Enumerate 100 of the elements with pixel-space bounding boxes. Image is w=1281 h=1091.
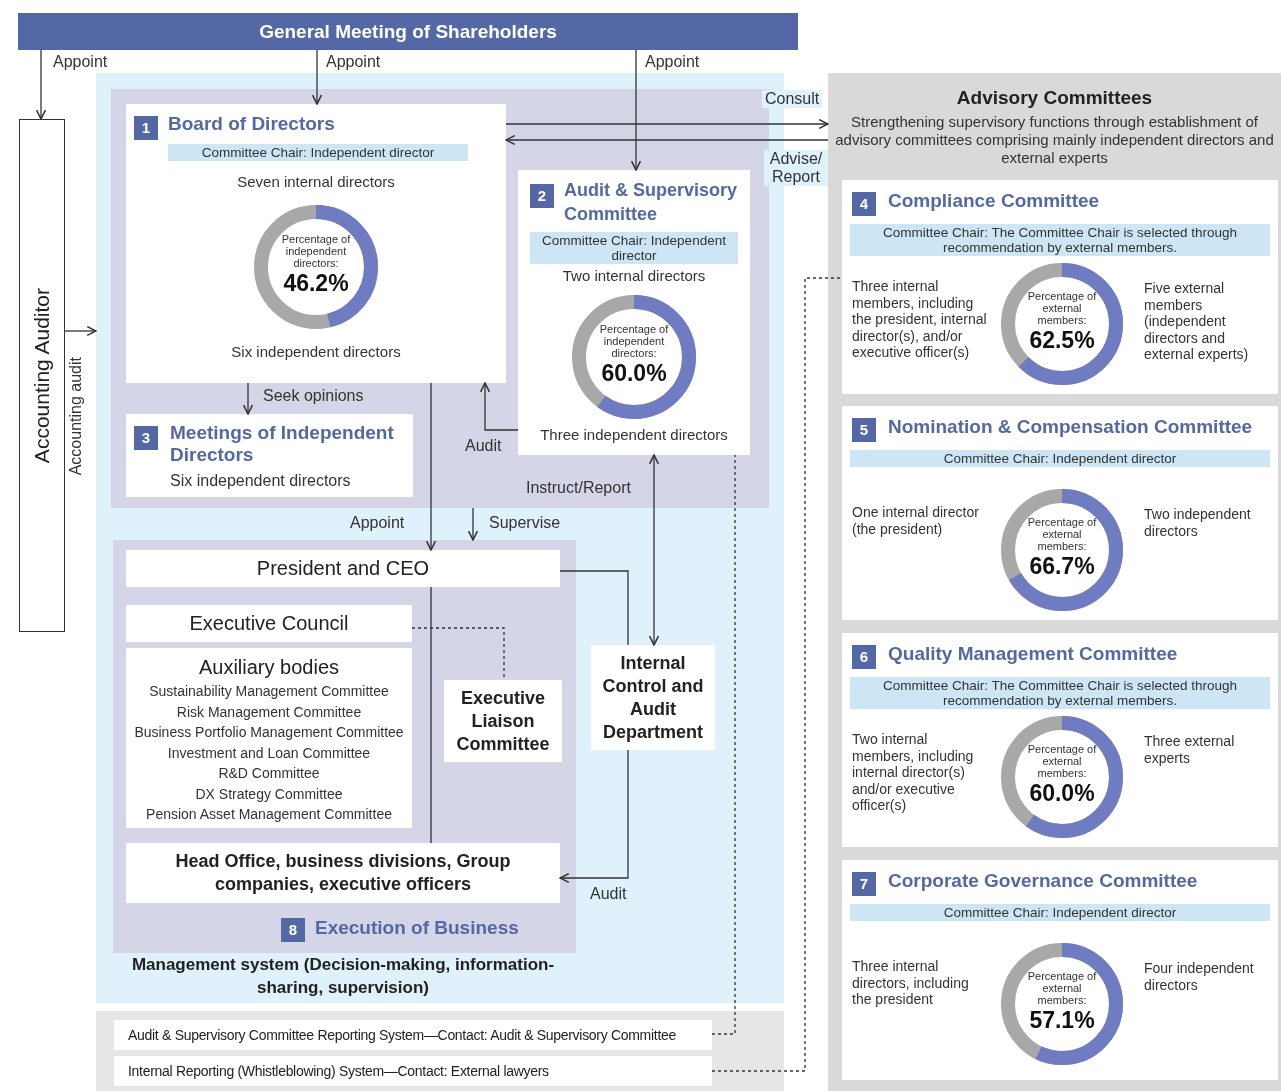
committee-card bbox=[126, 414, 413, 497]
percentage-value: 60.0% bbox=[1028, 780, 1096, 807]
edge-label: Appoint bbox=[323, 53, 384, 71]
box-label: President and CEO bbox=[256, 557, 430, 580]
system-box bbox=[114, 1020, 712, 1050]
box-label: Accounting Auditor bbox=[30, 287, 54, 464]
edge-label: Accounting audit bbox=[67, 354, 85, 479]
card-text: Four independent directors bbox=[1144, 960, 1255, 993]
card-title: Quality Management Committee bbox=[888, 642, 1179, 666]
header-title: General Meeting of Shareholders bbox=[259, 20, 557, 43]
number-badge: 2 bbox=[530, 184, 554, 208]
card-text: Three internal members, including the president, internal director(s), and/or executive officer(s) bbox=[852, 278, 988, 361]
card-title: Nomination & Compensation Committee bbox=[888, 415, 1254, 439]
region-panel bbox=[828, 73, 1281, 1091]
list-item: R&D Committee bbox=[218, 764, 320, 783]
card-title: Corporate Governance Committee bbox=[888, 869, 1199, 893]
arrow bbox=[64, 325, 97, 337]
list-item: DX Strategy Committee bbox=[195, 784, 343, 804]
header-bar bbox=[18, 13, 798, 50]
edge-label: Advise/ Report bbox=[764, 150, 828, 186]
chair-note: Committee Chair: Independent director bbox=[168, 144, 468, 161]
committee-card bbox=[126, 104, 506, 383]
edge-label: Appoint bbox=[642, 53, 703, 71]
box-label: Head Office, business divisions, Group companies, executive officers bbox=[174, 850, 512, 896]
arrow bbox=[467, 507, 479, 541]
chart-caption: Percentage of external members: bbox=[1026, 970, 1098, 1006]
org-box bbox=[444, 680, 562, 762]
org-box bbox=[126, 605, 412, 642]
card-title: Meetings of Independent Directors bbox=[170, 422, 395, 466]
arrow bbox=[311, 49, 323, 105]
arrow bbox=[559, 749, 629, 884]
number-badge: 3 bbox=[134, 426, 158, 450]
box-label: Audit & Supervisory Committee Reporting System—Contact: Audit & Supervisory Committee bbox=[127, 1027, 676, 1043]
percentage-value: 60.0% bbox=[600, 360, 668, 387]
card-title: Compliance Committee bbox=[888, 189, 1101, 213]
list-item: Business Portfolio Management Committee bbox=[134, 723, 404, 742]
region-title: Advisory Committees bbox=[955, 87, 1154, 109]
percentage-value: 57.1% bbox=[1028, 1007, 1096, 1034]
number-badge: 5 bbox=[852, 418, 876, 442]
band-panel bbox=[96, 1011, 784, 1091]
chart-caption: Percentage of external members: bbox=[1026, 290, 1098, 326]
region-subtitle: Strengthening supervisory functions through establishment of advisory committees comprising mainly independent directors and external experts bbox=[834, 113, 1275, 167]
connector-line bbox=[430, 586, 432, 844]
chair-note: Committee Chair: Independent director bbox=[850, 450, 1270, 467]
region-title: Management system (Decision-making, information-sharing, supervision) bbox=[130, 954, 556, 999]
list-item: Risk Management Committee bbox=[176, 702, 362, 722]
list-item: Investment and Loan Committee bbox=[167, 743, 371, 763]
number-badge: 8 bbox=[281, 918, 305, 942]
card-text: Two internal directors bbox=[561, 268, 707, 285]
chair-note: Committee Chair: Independent director bbox=[530, 232, 738, 264]
card-text: Six independent directors bbox=[170, 472, 351, 490]
org-box bbox=[126, 843, 560, 903]
percentage-value: 62.5% bbox=[1028, 327, 1096, 354]
dashed-connector bbox=[711, 454, 736, 1035]
box-label: Executive Liaison Committee bbox=[455, 686, 551, 756]
number-badge: 7 bbox=[852, 872, 876, 896]
chart-caption: Percentage of external members: bbox=[1026, 516, 1098, 552]
org-box bbox=[591, 645, 715, 750]
card-text: Three independent directors bbox=[539, 427, 729, 444]
arrow bbox=[479, 382, 519, 431]
chair-note: Committee Chair: Independent director bbox=[850, 904, 1270, 921]
list-item: Sustainability Management Committee bbox=[149, 682, 389, 701]
box-label: Internal Reporting (Whistleblowing) System—Contact: External lawyers bbox=[127, 1063, 549, 1079]
region-title: Execution of Business bbox=[315, 917, 519, 939]
arrow bbox=[425, 382, 437, 551]
chart-caption: Percentage of independent directors: bbox=[280, 233, 352, 269]
arrow bbox=[505, 118, 829, 130]
card-text: Three external experts bbox=[1144, 733, 1236, 766]
edge-label: Consult bbox=[762, 90, 823, 108]
number-badge: 1 bbox=[134, 116, 158, 140]
chair-note: Committee Chair: The Committee Chair is selected through recommendation by external members. bbox=[850, 677, 1270, 709]
system-box bbox=[114, 1056, 712, 1086]
arrow bbox=[242, 382, 254, 415]
org-box bbox=[126, 648, 412, 828]
arrow bbox=[630, 49, 642, 171]
number-badge: 4 bbox=[852, 192, 876, 216]
committee-card bbox=[842, 180, 1278, 394]
card-text: Two internal members, including internal director(s) and/or executive officer(s) bbox=[852, 731, 975, 814]
box-label: Internal Control and Audit Department bbox=[601, 651, 705, 744]
percentage-value: 66.7% bbox=[1028, 553, 1096, 580]
chart-caption: Percentage of external members: bbox=[1026, 743, 1098, 779]
arrow bbox=[35, 49, 47, 120]
list-heading: Auxiliary bodies bbox=[198, 656, 340, 679]
number-badge: 6 bbox=[852, 645, 876, 669]
edge-label: Appoint bbox=[50, 53, 111, 71]
org-box bbox=[126, 550, 560, 587]
arrow bbox=[505, 134, 829, 146]
card-title: Audit & Supervisory Committee bbox=[564, 179, 739, 226]
region-panel bbox=[113, 540, 576, 953]
card-text: One internal director (the president) bbox=[852, 504, 980, 537]
percentage-value: 46.2% bbox=[282, 270, 350, 297]
committee-card bbox=[842, 406, 1278, 620]
card-text: Five external members (independent directors and external experts) bbox=[1144, 280, 1250, 363]
connector-line bbox=[559, 570, 629, 646]
auditor-box bbox=[19, 119, 65, 632]
arrow bbox=[648, 454, 660, 646]
card-title: Board of Directors bbox=[168, 112, 336, 136]
chart-caption: Percentage of independent directors: bbox=[598, 323, 670, 359]
card-text: Seven internal directors bbox=[236, 174, 396, 191]
chair-note: Committee Chair: The Committee Chair is selected through recommendation by external members. bbox=[850, 224, 1270, 256]
